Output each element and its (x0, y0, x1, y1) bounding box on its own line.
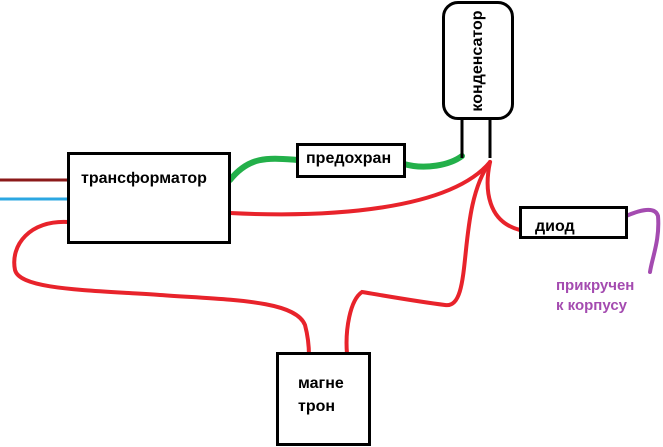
magnetron-label-line1: магне (298, 375, 344, 392)
ground-note: прикручен к корпусу (556, 276, 634, 316)
capacitor-label: конденсатор (469, 10, 486, 112)
capacitor-box (442, 1, 514, 120)
red-wire-transformer-to-capacitor (228, 160, 492, 217)
green-wire-fuse-capacitor (401, 153, 465, 170)
transformer-box (67, 152, 231, 244)
diode-label: диод (535, 218, 575, 235)
ground-note-line2: к корпусу (556, 297, 628, 314)
diode-box (519, 206, 628, 239)
ground-note-line1: прикручен (556, 277, 635, 294)
purple-ground-wire (624, 208, 661, 274)
red-wire-capacitor-to-magnetron (344, 160, 492, 356)
red-wire-transformer-to-magnetron (12, 219, 311, 358)
green-wire-transformer-fuse (227, 155, 301, 183)
transformer-label: трансформатор (81, 170, 207, 187)
red-wire-capacitor-to-diode (485, 160, 522, 232)
fuse-label: предохран (306, 150, 392, 167)
fuse-box (296, 143, 406, 178)
magnetron-box (276, 352, 371, 446)
magnetron-label-line2: трон (298, 398, 336, 415)
